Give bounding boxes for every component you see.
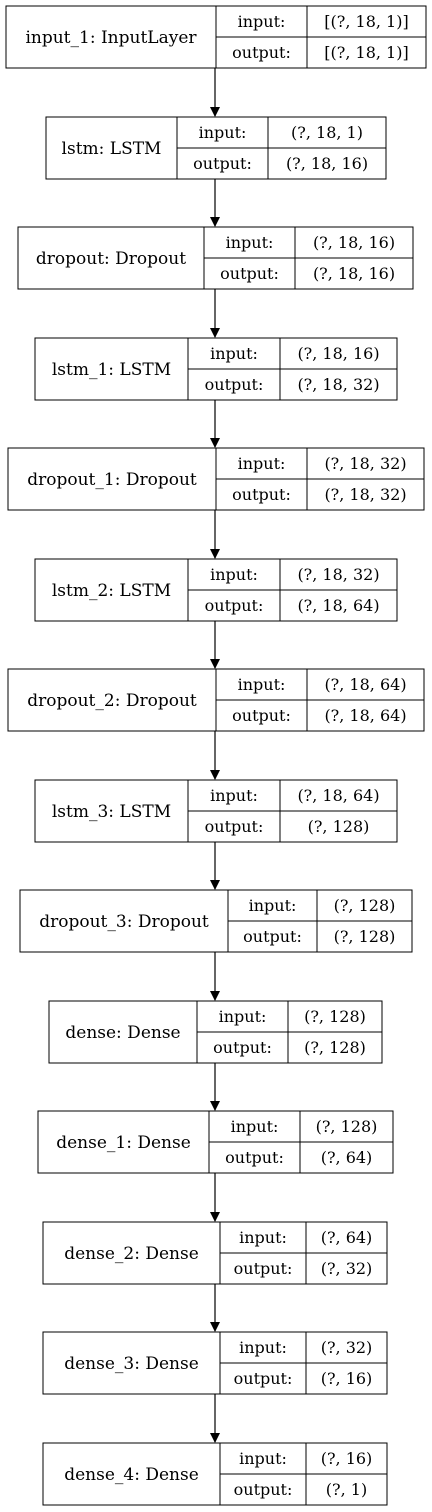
layer-name: input_1: InputLayer: [25, 28, 197, 48]
input-shape: (?, 16): [321, 1449, 373, 1468]
input-shape: (?, 32): [321, 1338, 373, 1357]
input-label: input:: [239, 1338, 287, 1357]
node-dropout_1: dropout_1: Dropout input: output: (?, 18, 3…: [7, 447, 425, 511]
input-shape: (?, 18, 16): [297, 344, 379, 363]
output-shape: [(?, 18, 1)]: [324, 43, 408, 62]
input-shape: (?, 18, 16): [313, 233, 395, 252]
output-label: output:: [232, 485, 291, 504]
node-lstm_2: lstm_2: LSTM input: output: (?, 18, 32) (?, …: [34, 558, 398, 622]
input-shape: [(?, 18, 1)]: [324, 12, 408, 31]
output-label: output:: [234, 1480, 293, 1499]
node-lstm_1: lstm_1: LSTM input: output: (?, 18, 16) (?, …: [34, 337, 398, 401]
layer-name: dense_1: Dense: [56, 1133, 191, 1153]
nodes: input_1: InputLayer input: output: [(?, 18,…: [5, 5, 427, 1506]
input-label: input:: [239, 1449, 287, 1468]
input-shape: (?, 18, 32): [324, 454, 406, 473]
output-shape: (?, 128): [308, 817, 370, 836]
layer-name: dense_3: Dense: [64, 1354, 199, 1374]
output-shape: (?, 18, 64): [324, 706, 406, 725]
input-label: input:: [210, 344, 258, 363]
layer-name: dense: Dense: [65, 1023, 180, 1043]
input-label: input:: [219, 1007, 267, 1026]
output-shape: (?, 64): [321, 1148, 373, 1167]
output-label: output:: [213, 1038, 272, 1057]
input-shape: (?, 128): [304, 1007, 366, 1026]
input-label: input:: [249, 896, 297, 915]
input-label: input:: [226, 233, 274, 252]
output-label: output:: [205, 817, 264, 836]
node-lstm: lstm: LSTM input: output: (?, 18, 1) (?, 18,…: [45, 116, 387, 180]
node-dropout_2: dropout_2: Dropout input: output: (?, 18, 6…: [7, 668, 425, 732]
input-label: input:: [238, 675, 286, 694]
layer-name: dense_4: Dense: [64, 1465, 199, 1485]
layer-name: dropout: Dropout: [36, 249, 186, 269]
layer-name: dropout_1: Dropout: [27, 470, 197, 490]
output-shape: (?, 16): [321, 1369, 373, 1388]
input-shape: (?, 18, 1): [291, 123, 363, 142]
output-label: output:: [234, 1369, 293, 1388]
input-label: input:: [238, 454, 286, 473]
output-shape: (?, 32): [321, 1259, 373, 1278]
input-label: input:: [239, 1228, 287, 1247]
layer-name: lstm_3: LSTM: [52, 802, 171, 822]
layer-name: lstm_1: LSTM: [52, 360, 171, 380]
output-label: output:: [225, 1148, 284, 1167]
input-shape: (?, 64): [321, 1228, 373, 1247]
output-label: output:: [220, 264, 279, 283]
input-shape: (?, 18, 64): [297, 786, 379, 805]
input-shape: (?, 18, 64): [324, 675, 406, 694]
input-shape: (?, 128): [316, 1117, 378, 1136]
node-dense_4: dense_4: Dense input: output: (?, 16) (?, 1): [42, 1442, 388, 1506]
output-label: output:: [232, 43, 291, 62]
input-label: input:: [231, 1117, 279, 1136]
input-shape: (?, 128): [334, 896, 396, 915]
layer-name: lstm_2: LSTM: [52, 581, 171, 601]
layer-name: dense_2: Dense: [64, 1244, 199, 1264]
input-label: input:: [199, 123, 247, 142]
input-label: input:: [210, 786, 258, 805]
layer-name: dropout_2: Dropout: [27, 691, 197, 711]
node-dense_2: dense_2: Dense input: output: (?, 64) (?, 32…: [42, 1221, 388, 1285]
node-dropout_3: dropout_3: Dropout input: output: (?, 128) (…: [19, 889, 413, 953]
node-dense_3: dense_3: Dense input: output: (?, 32) (?, 16…: [42, 1331, 388, 1395]
output-label: output:: [205, 375, 264, 394]
node-lstm_3: lstm_3: LSTM input: output: (?, 18, 64) (?, …: [34, 779, 398, 843]
input-label: input:: [238, 12, 286, 31]
output-shape: (?, 128): [304, 1038, 366, 1057]
output-shape: (?, 18, 16): [313, 264, 395, 283]
output-label: output:: [193, 154, 252, 173]
output-shape: (?, 128): [334, 927, 396, 946]
output-shape: (?, 18, 32): [297, 375, 379, 394]
output-label: output:: [234, 1259, 293, 1278]
output-shape: (?, 18, 64): [297, 596, 379, 615]
output-shape: (?, 18, 16): [286, 154, 368, 173]
node-dense: dense: Dense input: output: (?, 128) (?, 128…: [48, 1000, 383, 1064]
node-input_1: input_1: InputLayer input: output: [(?, 18,…: [5, 5, 427, 69]
output-label: output:: [205, 596, 264, 615]
output-shape: (?, 18, 32): [324, 485, 406, 504]
layer-name: lstm: LSTM: [62, 139, 162, 159]
node-dropout: dropout: Dropout input: output: (?, 18, 16)…: [17, 226, 414, 290]
input-shape: (?, 18, 32): [297, 565, 379, 584]
output-label: output:: [232, 706, 291, 725]
input-label: input:: [210, 565, 258, 584]
node-dense_1: dense_1: Dense input: output: (?, 128) (?, 6…: [37, 1110, 394, 1174]
output-label: output:: [243, 927, 302, 946]
layer-name: dropout_3: Dropout: [39, 912, 209, 932]
output-shape: (?, 1): [326, 1480, 367, 1499]
